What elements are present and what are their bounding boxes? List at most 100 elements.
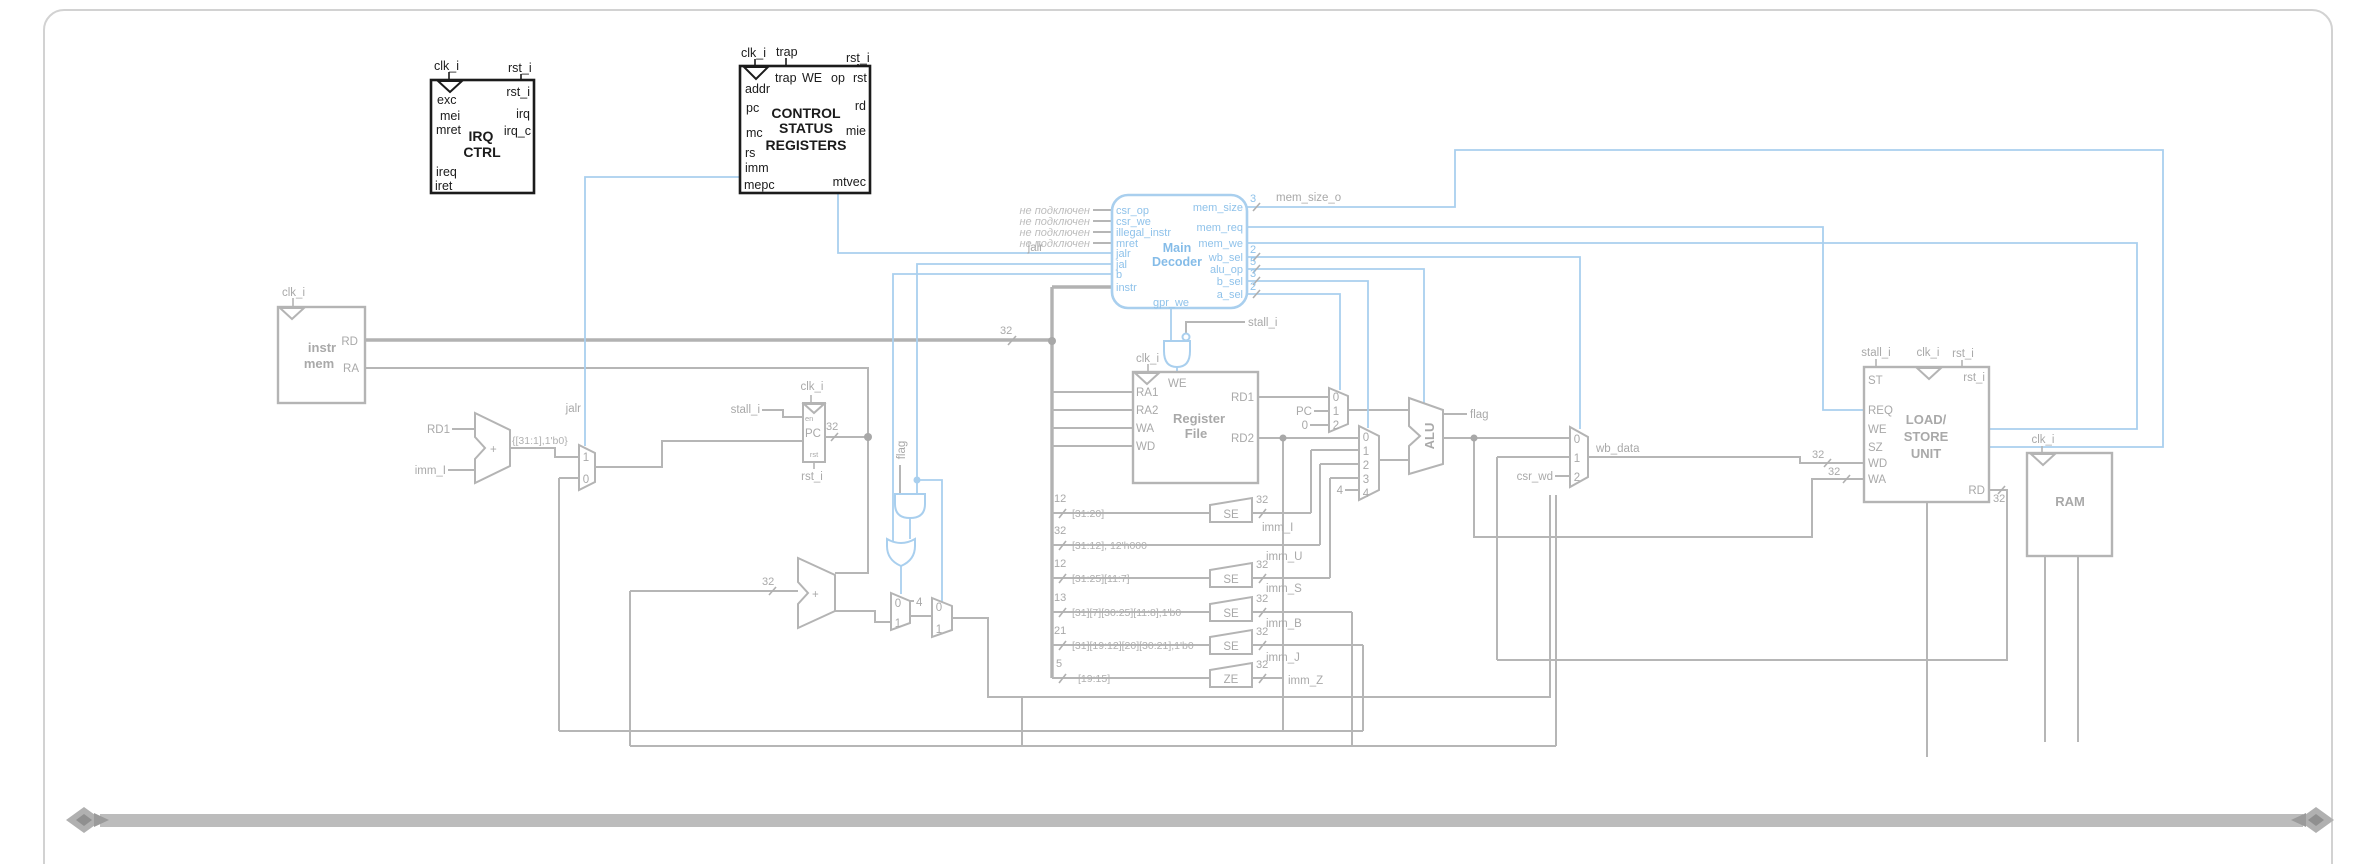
mux-input-label: 0: [583, 474, 589, 486]
wire: [835, 610, 891, 623]
a-sel-mux[interactable]: 0 1 2 PC 0: [1296, 386, 1349, 434]
block-title: REGISTERS: [766, 137, 847, 153]
mux-input-label: 1: [1363, 446, 1369, 458]
port-label: gpr_we: [1153, 297, 1189, 309]
port-label: RA1: [1136, 387, 1158, 399]
and-gate[interactable]: [1163, 340, 1191, 369]
scrollbar-track[interactable]: [100, 814, 2303, 827]
port-label: rst: [810, 450, 819, 459]
port-label: jal: [1115, 259, 1127, 271]
port-label: WE: [802, 71, 822, 85]
mux-shape[interactable]: [1569, 425, 1589, 489]
bus-slash: [1058, 607, 1067, 618]
wb-sel-mux[interactable]: 0 1 2 csr_wd wb_data: [1517, 425, 1641, 489]
csr-body[interactable]: [738, 64, 872, 195]
bus-slash: [1252, 202, 1261, 212]
ram-block[interactable]: clk_i RAM: [2025, 434, 2114, 558]
port-label: rs: [745, 146, 755, 160]
bus-width: 32: [1256, 659, 1268, 671]
ram-body[interactable]: [2025, 451, 2114, 558]
main-decoder-block[interactable]: csr_op csr_we illegal_instr mret jalr ja…: [1019, 192, 1341, 310]
port-label: RA2: [1136, 405, 1158, 417]
lsu-body[interactable]: [1862, 365, 1991, 504]
net-label-mem-size-o: mem_size_o: [1276, 192, 1341, 204]
port-label: clk_i: [741, 46, 766, 60]
box-label: SE: [1223, 608, 1239, 620]
wire-b-sel: [1247, 280, 1369, 428]
bus-width: 32: [762, 576, 774, 588]
port-label: stall_i: [1861, 347, 1890, 359]
register-file-body[interactable]: [1131, 370, 1260, 485]
sign-extend-box[interactable]: [1209, 628, 1253, 655]
instr-mem-body[interactable]: [276, 305, 367, 405]
and-gate[interactable]: [894, 493, 926, 520]
concat-label: {[31:1],1'b0}: [512, 435, 568, 447]
bus-width: 32: [1256, 559, 1268, 571]
net-label: imm_B: [1266, 618, 1302, 630]
port-label: pc: [746, 101, 759, 115]
mux-shape[interactable]: [1328, 386, 1349, 434]
mux-input-label: 2: [1574, 472, 1580, 484]
bus-width: 32: [1828, 466, 1840, 478]
mux-shape[interactable]: [1358, 424, 1380, 502]
bus-slash: [1258, 607, 1267, 618]
slice-label: [31][7][30:25][11:8],1'b0: [1072, 607, 1181, 619]
branch-adder[interactable]: + 32: [762, 556, 836, 630]
net-label: imm_Z: [1288, 675, 1323, 687]
instr-mem-block[interactable]: clk_i instr mem RD RA: [276, 287, 367, 405]
block-title: STORE: [1904, 429, 1949, 444]
alu-shape[interactable]: [1408, 396, 1444, 476]
pc-register[interactable]: clk_i en PC rst rst_i stall_i 32: [731, 381, 839, 483]
bus-width: 32: [1000, 325, 1012, 337]
net-label-rd1: RD1: [427, 424, 450, 436]
branch-gates[interactable]: flag: [886, 441, 926, 568]
gpr-we-gate[interactable]: stall_i: [1163, 317, 1277, 369]
bus-width: 21: [1054, 625, 1066, 637]
adder-shape[interactable]: [797, 556, 836, 630]
mux-shape[interactable]: [890, 591, 911, 632]
jalr-mux[interactable]: 1 0 jalr: [565, 403, 596, 492]
port-label: jalr: [1115, 248, 1131, 260]
main-decoder-body[interactable]: [1110, 193, 1249, 310]
block-title: ALU: [1422, 423, 1437, 450]
mux-shape[interactable]: [931, 596, 953, 639]
block-title: mem: [304, 356, 334, 371]
bus-slash: [1058, 508, 1067, 519]
slice-label: [19:15]: [1078, 673, 1110, 685]
port-label: rd: [855, 99, 866, 113]
zero-extend-box[interactable]: [1209, 661, 1253, 688]
wire: [835, 437, 869, 574]
mux-input-label: 1: [1574, 453, 1580, 465]
irq-ctrl-block[interactable]: clk_i rst_i exc mei mret ireq iret rst_i…: [429, 59, 536, 195]
pc-target-mux[interactable]: 0 1: [931, 596, 953, 639]
alu-block[interactable]: ALU flag: [1408, 396, 1489, 476]
irq-ctrl-body[interactable]: [429, 78, 536, 195]
sign-extend-box[interactable]: [1209, 561, 1253, 588]
sign-extend-box[interactable]: [1209, 496, 1253, 523]
port-label: wb_sel: [1208, 252, 1243, 264]
port-label: mei: [440, 109, 460, 123]
horizontal-scrollbar[interactable]: [66, 807, 2334, 833]
sign-extend-box[interactable]: [1209, 595, 1253, 622]
bus-slash: [1258, 673, 1267, 684]
bus-slash: [1823, 458, 1832, 468]
bus-width: 5: [1056, 658, 1062, 670]
mux-shape[interactable]: [578, 443, 596, 492]
load-store-unit-block[interactable]: stall_i clk_i rst_i ST rst_i REQ WE SZ W…: [1812, 347, 2006, 505]
jalr-adder[interactable]: + RD1 imm_I {[31:1],1'b0}: [415, 411, 569, 485]
b-sel-mux[interactable]: 0 1 2 3 4 4: [1337, 424, 1380, 502]
pc-next-mux[interactable]: 0 1 4: [890, 591, 923, 632]
adder-shape[interactable]: [474, 411, 511, 485]
slice-label: [31:12], 12'h000: [1072, 540, 1147, 552]
net-label-flag: flag: [896, 441, 908, 460]
register-file-block[interactable]: clk_i WE RA1 RA2 WA WD RD1 RD2 Register …: [1131, 353, 1260, 485]
wire: [510, 447, 579, 458]
port-label: SZ: [1868, 442, 1883, 454]
port-label: clk_i: [800, 381, 823, 393]
csr-block[interactable]: clk_i trap rst_i trap WE op rst addr pc …: [738, 45, 872, 195]
bus-slash: [830, 432, 839, 442]
or-gate[interactable]: [886, 537, 916, 568]
bus-width: 12: [1054, 493, 1066, 505]
slice-label: [31:25][11:7]: [1072, 573, 1130, 585]
